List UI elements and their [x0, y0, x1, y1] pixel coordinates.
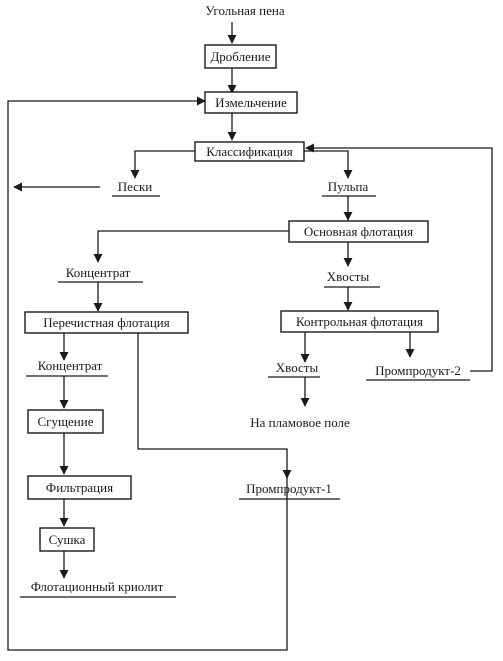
label-concentrate-1-text: Концентрат — [66, 265, 131, 280]
arrow-classification-to-pulp — [304, 150, 353, 179]
process-nodes: Дробление Измельчение Классификация Осно… — [24, 44, 439, 552]
label-sands-text: Пески — [118, 179, 153, 194]
label-foam-text: Угольная пена — [205, 3, 284, 18]
node-main-flotation: Основная флотация — [288, 220, 429, 243]
stream-labels: Угольная пена Пески Пульпа Концентрат Хв… — [20, 3, 470, 598]
label-middlings-2: Промпродукт-2 — [366, 363, 470, 381]
label-sludge-field: На пламовое поле — [250, 415, 350, 430]
label-tailings-1: Хвосты — [324, 269, 380, 288]
arrow-classification-to-sands — [130, 150, 195, 179]
node-filtration: Фильтрация — [27, 475, 132, 500]
node-classification-label: Классификация — [206, 144, 293, 159]
node-thickening: Сгущение — [27, 409, 104, 434]
label-middlings-1-text: Промпродукт-1 — [246, 481, 332, 496]
node-thickening-label: Сгущение — [38, 414, 94, 429]
node-drying-label: Сушка — [49, 532, 86, 547]
label-middlings-1: Промпродукт-1 — [239, 481, 340, 500]
label-sands: Пески — [112, 179, 160, 197]
node-cleaner-flotation: Перечистная флотация — [24, 311, 189, 334]
node-drying: Сушка — [39, 527, 95, 552]
label-tailings-2: Хвосты — [268, 360, 320, 378]
node-grinding: Измельчение — [204, 91, 298, 114]
arrow-middlings1-recycle — [7, 96, 288, 651]
label-product: Флотационный криолит — [20, 579, 176, 598]
arrow-cleaner-to-middlings1 — [137, 333, 292, 479]
node-control-flotation-label: Контрольная флотация — [296, 314, 423, 329]
label-sludge-field-text: На пламовое поле — [250, 415, 350, 430]
node-crushing: Дробление — [204, 44, 277, 69]
connectors — [7, 22, 493, 651]
node-filtration-label: Фильтрация — [46, 480, 113, 495]
label-pulp: Пульпа — [322, 179, 376, 197]
label-concentrate-1: Концентрат — [58, 265, 143, 283]
label-foam: Угольная пена — [205, 3, 284, 18]
node-cleaner-flotation-label: Перечистная флотация — [43, 315, 169, 330]
node-control-flotation: Контрольная флотация — [280, 310, 439, 333]
label-product-text: Флотационный криолит — [31, 579, 164, 594]
arrow-main-to-concentrate — [93, 230, 289, 263]
label-middlings-2-text: Промпродукт-2 — [375, 363, 461, 378]
label-tailings-2-text: Хвосты — [276, 360, 319, 375]
label-concentrate-2-text: Концентрат — [38, 358, 103, 373]
label-concentrate-2: Концентрат — [26, 358, 108, 377]
label-tailings-1-text: Хвосты — [327, 269, 370, 284]
node-main-flotation-label: Основная флотация — [304, 224, 413, 239]
arrow-middlings2-recycle — [305, 143, 493, 372]
label-pulp-text: Пульпа — [328, 179, 369, 194]
node-classification: Классификация — [194, 141, 305, 162]
node-crushing-label: Дробление — [210, 49, 270, 64]
node-grinding-label: Измельчение — [215, 95, 287, 110]
